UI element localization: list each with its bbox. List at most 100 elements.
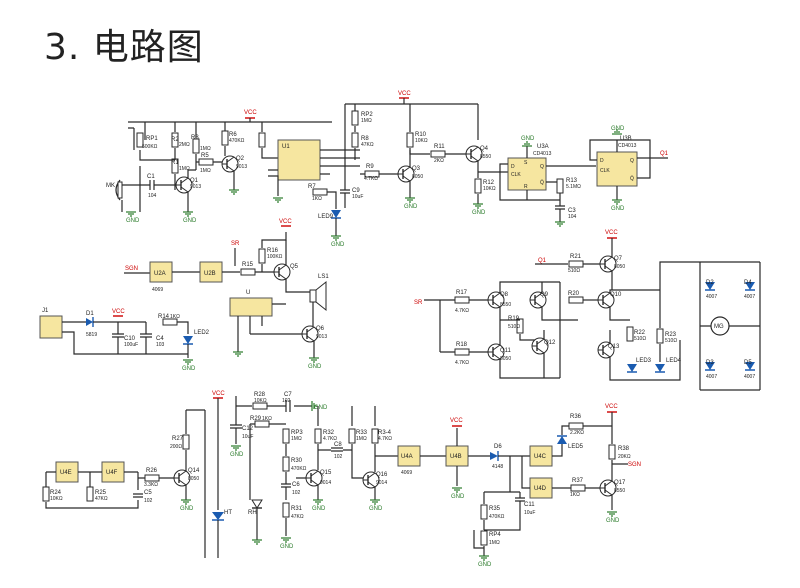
q4-label: Q4 [480,146,489,152]
d2-label: D2 [706,280,714,286]
led3-label: LED3 [636,358,652,364]
c1-value: 104 [148,193,157,199]
ht-label: HT [224,510,232,516]
u3a-pin-d: D [511,164,515,170]
r30-resistor [282,456,290,472]
r21-value: 510Ω [568,268,580,274]
r27-label: R27 [172,436,184,442]
r34-label: R3-4 [378,430,392,436]
gnd-symbol [251,539,263,545]
q2-value: 9013 [236,164,247,170]
gnd-label: GND [521,136,535,142]
vcc-label: VCC [398,91,411,97]
led2-label: LED2 [194,330,210,336]
d1-label: D1 [86,311,94,317]
led5-diode [556,435,568,445]
rp4-resistor [480,530,488,546]
r26-label: R26 [146,468,158,474]
d6-label: D6 [494,444,502,450]
d3-value: 4007 [706,374,717,380]
u3a-label: U3A [537,144,549,150]
q15-value: 9014 [320,480,331,486]
q14-label: Q14 [188,468,200,474]
c1-label: C1 [147,174,155,180]
r18-label: R18 [456,342,468,348]
r35-resistor [480,504,488,520]
r37-label: R37 [572,478,584,484]
r12-value: 10KΩ [483,186,496,192]
rp3-resistor [282,428,290,444]
u3a-value: CD4013 [533,151,552,157]
r31-resistor [282,502,290,518]
c6-label: C6 [292,482,300,488]
led4-diode [654,363,666,373]
c12-value: 10uF [242,434,253,440]
gnd-label: GND [182,366,196,372]
r38-label: R38 [618,446,630,452]
r16-value: 100KΩ [267,254,283,260]
q2-label: Q2 [236,156,245,162]
r10-resistor [406,132,414,148]
r21-resistor [568,260,584,268]
r11-value: 2KΩ [434,158,444,164]
section-title: 3. 电路图 [44,27,204,68]
gnd-symbol [330,235,342,241]
r33-value: 1MΩ [356,436,367,442]
gnd-symbol [451,487,463,493]
r20-label: R20 [568,291,580,297]
r5-resistor [198,158,214,166]
sr-label-1: SR [231,241,240,247]
u4a-value: 4069 [401,470,412,476]
q16-label: Q16 [376,472,388,478]
r35-value: 470KΩ [489,514,505,520]
r25-resistor [86,486,94,502]
sound-pulse-stage: SR SGN U2A 4069 U2B R15 R16 100KΩ VCC Q5… [124,219,329,370]
q9-label: Q9 [540,292,549,298]
q15-label: Q15 [320,470,332,476]
gnd-label: GND [478,562,492,568]
ls1-label: LS1 [318,274,329,280]
q1-value: 9013 [190,184,201,190]
q13-label: Q13 [608,344,620,350]
gnd-label: GND [606,518,620,524]
r13-resistor [556,178,564,194]
c4-value: 103 [156,342,165,348]
r6-resistor [221,130,229,146]
u4d-label: U4D [534,486,547,492]
u3a-chip [507,157,547,191]
r27-value: 200Ω [170,444,182,450]
r22-resistor [626,326,634,342]
q7-value: 8050 [614,264,625,270]
q6-value: 9013 [316,334,327,340]
d6-diode [490,452,498,460]
gnd-symbol [228,189,240,195]
gnd-symbol [180,499,192,505]
u3a-pin-s: S [524,160,528,166]
r13-value: 5.1MΩ [566,184,581,190]
u4f-label: U4F [106,470,118,476]
r13-label: R13 [566,178,578,184]
flipflop-stage: U3A CD4013 D CLK Q Q̄ S R GND R13 5.1MΩ … [499,126,669,227]
ht-emitter [212,512,224,520]
j1-connector [39,315,63,339]
r32-label: R32 [323,430,335,436]
vcc-label: VCC [244,110,257,116]
d2-value: 4007 [706,294,717,300]
vcc-label: VCC [605,230,618,236]
c7-value: 102 [282,398,291,404]
c9-value: 10uF [352,194,363,200]
u3b-pin-q: Q [630,158,634,164]
r5-label: R5 [201,153,209,159]
r22-label: R22 [634,330,646,336]
gnd-symbol [230,445,242,451]
r24-resistor [42,486,50,502]
mic-label: MK [106,183,115,189]
q3-value: 8050 [412,174,423,180]
gnd-symbol [182,211,194,217]
r23-resistor [656,328,664,344]
r19-value: 510Ω [508,324,520,330]
r3-label: R3 [191,135,199,141]
d3-label: D3 [706,360,714,366]
gnd-label: GND [451,494,465,500]
